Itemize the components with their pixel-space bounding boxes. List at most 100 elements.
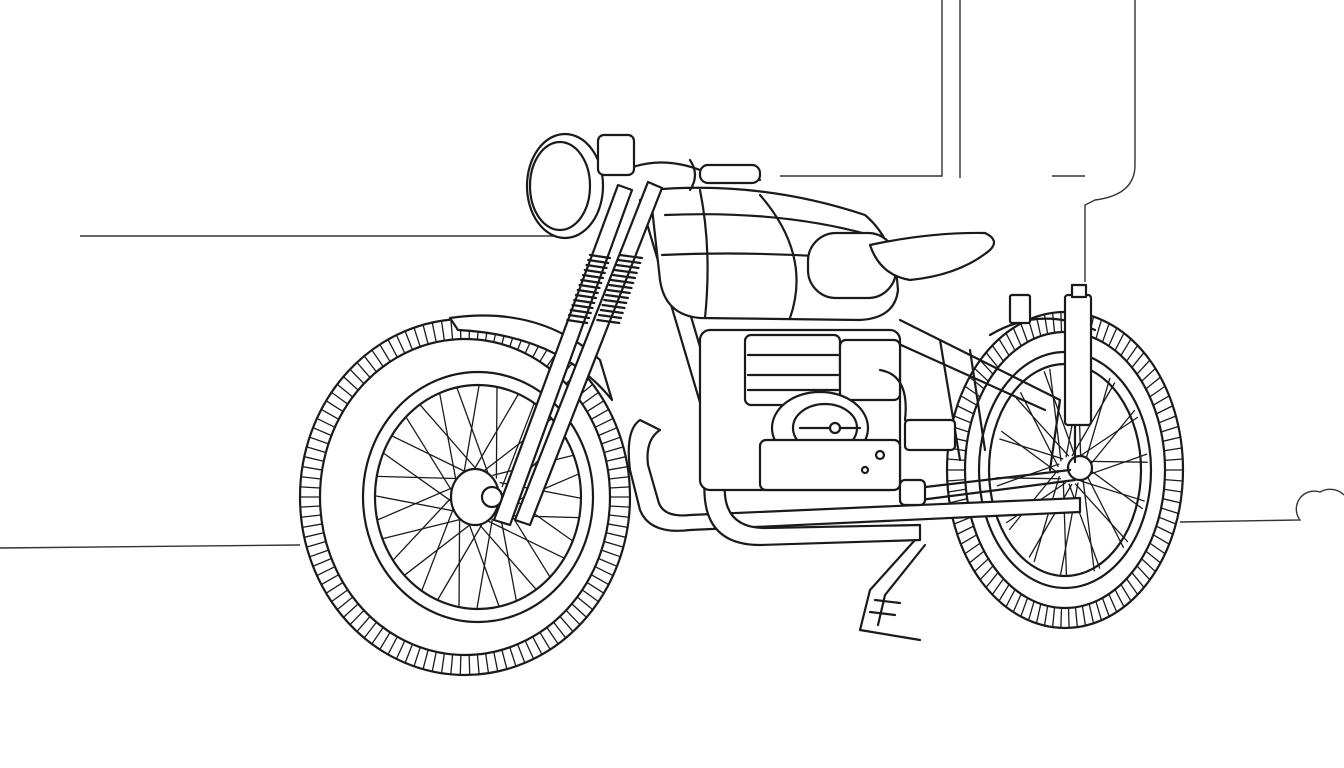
tire-tread	[985, 572, 999, 588]
wheel-spoke	[1062, 480, 1068, 576]
tire-tread	[325, 581, 344, 594]
tire-tread	[956, 525, 974, 535]
rear-fender-and-shocks	[988, 283, 1097, 464]
wheel-spoke	[392, 496, 453, 561]
tire-tread	[431, 651, 437, 672]
tire-tread	[607, 466, 628, 471]
tire-tread	[431, 322, 437, 343]
tire-tread	[1027, 601, 1035, 621]
tire-tread	[450, 319, 454, 340]
fork-spring	[597, 313, 623, 320]
fork-spring	[606, 288, 631, 295]
tire-tread	[609, 486, 630, 489]
tire-tread	[1108, 593, 1118, 613]
wheel-spoke	[476, 518, 494, 610]
tire-tread	[553, 621, 567, 639]
tire-tread	[594, 566, 614, 577]
tire-tread	[1114, 332, 1125, 351]
tire-tread	[1095, 601, 1103, 621]
tire-tread	[1074, 607, 1078, 628]
tire-tread	[581, 589, 599, 603]
tire-tread	[1156, 405, 1174, 415]
headlight	[525, 132, 636, 240]
tire-tread	[363, 621, 377, 639]
fork-spring	[604, 293, 630, 300]
tire-tread	[395, 640, 406, 660]
tire-tread	[1101, 323, 1110, 343]
wheel-spoke	[1085, 472, 1125, 549]
tire-tread	[559, 615, 574, 632]
wheel-spoke	[419, 404, 479, 472]
tire-tread	[331, 391, 349, 405]
tire-tread	[979, 565, 994, 581]
tire-tread	[349, 368, 365, 385]
fork-spring	[588, 253, 612, 260]
fork-spring	[618, 253, 644, 260]
tire-tread	[331, 589, 349, 603]
tire-tread	[493, 651, 499, 672]
fork-spring	[573, 298, 596, 305]
wheel-spoke	[1015, 397, 1070, 457]
wheel-spoke	[391, 435, 469, 474]
wheel-spoke	[436, 522, 484, 601]
wheel-spoke	[472, 393, 520, 472]
tire-tread	[546, 627, 559, 645]
tire-tread	[565, 609, 581, 626]
tire-tread	[306, 446, 327, 454]
tire-tread	[964, 542, 981, 555]
tire-tread	[1005, 589, 1016, 608]
tire-tread	[1126, 578, 1139, 595]
tire-tread	[979, 359, 994, 375]
tire-tread	[1120, 584, 1132, 602]
tire-tread	[581, 391, 599, 405]
tire-tread	[363, 355, 377, 373]
wheel-spoke	[421, 506, 455, 592]
tire-tread	[1126, 345, 1139, 362]
tire-tread	[342, 603, 359, 618]
tire-tread	[1136, 359, 1151, 375]
tire-tread	[947, 478, 966, 482]
tire-tread	[532, 636, 543, 655]
fork-spring	[596, 318, 621, 325]
tire-tread	[309, 549, 329, 558]
tire-tread	[601, 436, 621, 445]
handlebars	[623, 158, 762, 192]
fork-spring	[569, 308, 592, 315]
tire-tread	[404, 643, 413, 664]
tire-tread	[312, 557, 332, 567]
tire-tread	[440, 320, 446, 341]
tire-tread	[590, 574, 609, 586]
fork-spring	[567, 313, 591, 320]
tire-tread	[524, 640, 535, 660]
tire-tread	[387, 339, 398, 358]
tire-tread	[1163, 447, 1182, 452]
tire-tread	[440, 653, 446, 674]
fork-spring	[576, 288, 599, 295]
tire-tread	[985, 352, 999, 368]
fork-spring	[578, 283, 601, 290]
wheel-spoke	[438, 392, 458, 483]
tire-tread	[1158, 516, 1177, 525]
tire-tread	[1108, 327, 1118, 347]
tire-tread	[312, 427, 332, 437]
tire-tread	[1088, 603, 1095, 624]
tire-tread	[484, 653, 490, 674]
tire-tread	[974, 367, 989, 382]
tire-tread	[371, 349, 384, 367]
tire-tread	[356, 362, 371, 379]
tire-tread	[1149, 385, 1166, 398]
tire-tread	[1035, 603, 1042, 624]
tire-tread	[606, 532, 626, 538]
tire-tread	[590, 408, 609, 420]
wheel-spoke	[1080, 480, 1145, 502]
tire-tread	[1145, 550, 1161, 564]
tire-tread	[571, 603, 588, 618]
tire-tread	[1131, 572, 1145, 588]
tire-tread	[603, 446, 624, 454]
tire-tread	[1136, 565, 1151, 581]
wheel-spoke	[376, 475, 460, 480]
tire-tread	[468, 654, 471, 675]
tire-tread	[379, 344, 391, 363]
tire-tread	[969, 376, 985, 390]
tire-tread	[998, 584, 1010, 602]
